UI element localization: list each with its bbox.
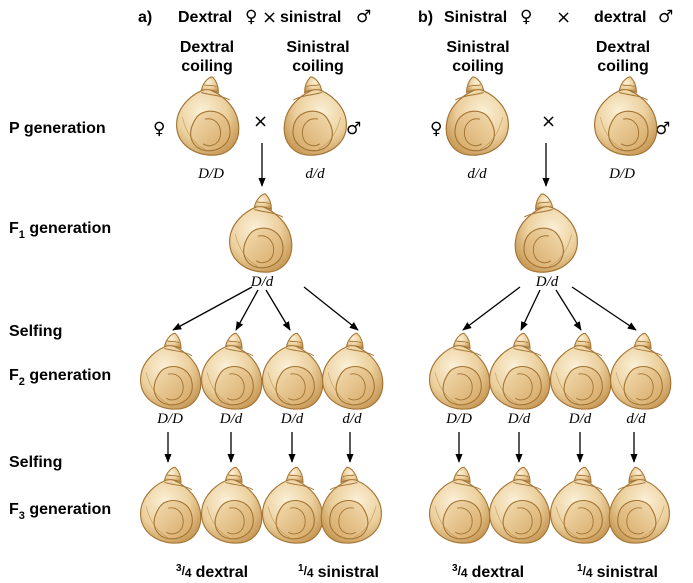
panel-a-f2-shell-4 [322,332,384,410]
panel-b-f3-shell-3 [550,466,612,544]
panel-a-p-genotype-right: d/d [305,166,325,182]
panel-a-p-shell-left [176,76,240,156]
panel-b-p-shell-right [594,76,658,156]
male-symbol: ♂ [356,7,371,27]
panel-b-f1-genotype: D/d [535,274,559,290]
panel-b-f2-shell-1 [429,332,491,410]
panel-b-f3-shell-4 [608,466,670,544]
male-symbol: ♂ [655,119,670,139]
panel-b-parent-left-label-line1: Sinistral [446,39,509,56]
panel-a-f2-genotype-4: d/d [342,411,362,427]
panel-b-p-shell-left [445,76,509,156]
female-symbol: ♀ [153,119,165,139]
panel-b-f2-genotype-3: D/d [568,411,592,427]
panel-a-f1-genotype: D/d [250,274,274,290]
panel-b-parent-left-label-line2: coiling [452,58,504,75]
female-symbol: ♀ [245,7,257,27]
panel-a-parent-right-label-line1: Sinistral [286,39,349,56]
panel-b-cross-male: dextral [594,9,646,26]
panel-b-f2-genotype-1: D/D [445,411,472,427]
arrow-a-f1-to-f2-1 [172,286,253,331]
row-label-p-generation: P generation [9,120,106,137]
panel-b-f2-shell-3 [550,332,612,410]
panel-b-f3-shell-1 [429,466,491,544]
panel-a-cross-male: sinistral [280,9,341,26]
arrow-b-f1-to-f2-1 [462,286,521,331]
snail-shells [140,76,672,544]
cross-symbol: × [556,7,571,28]
panel-b-f2-genotype-2: D/d [507,411,531,427]
panel-a-f2-genotype-1: D/D [156,411,183,427]
panel-b-cross-female: Sinistral [444,9,507,26]
panel-a-parent-left-label-line2: coiling [181,58,233,75]
arrow-a-f1-to-f2-2 [235,289,259,331]
panel-a-f2-shell-2 [201,332,263,410]
row-label-selfing-2: Selfing [9,454,62,471]
panel-b-parent-right-label-line2: coiling [597,58,649,75]
panel-a-cross-female: Dextral [178,9,232,26]
arrow-b-f1-to-f2-2 [520,289,541,331]
arrow-a-f1-to-f2-3 [265,289,291,331]
panel-b-p-genotype-right: D/D [608,166,635,182]
panel-b-f1-shell [514,193,578,273]
panel-a-f2-shell-3 [262,332,324,410]
arrow-b-f1-to-f2-4 [571,286,637,331]
panel-a-f2-genotype-3: D/d [280,411,304,427]
panel-a-f3-shell-4 [320,466,382,544]
panel-b-f2-genotype-4: d/d [626,411,646,427]
row-label-f2-generation: F2 generation [9,367,111,388]
panel-a-f2-genotype-2: D/d [219,411,243,427]
panel-b-f3-shell-2 [489,466,551,544]
panel-b-p-genotype-left: d/d [467,166,487,182]
panel-b-letter: b) [418,9,433,26]
cross-symbol: × [541,111,556,132]
arrow-b-f1-to-f2-3 [555,289,582,331]
panel-a-letter: a) [138,9,152,26]
female-symbol: ♀ [430,119,442,139]
panel-a-f2-shell-1 [140,332,202,410]
row-label-selfing-1: Selfing [9,323,62,340]
arrow-a-f1-to-f2-4 [303,286,359,331]
panel-a-f3-shell-2 [201,466,263,544]
cross-symbol: × [262,7,277,28]
panel-b-f2-shell-2 [489,332,551,410]
female-symbol: ♀ [520,7,532,27]
male-symbol: ♂ [658,7,673,27]
panel-a-parent-right-label-line2: coiling [292,58,344,75]
panel-a-p-shell-right [283,76,347,156]
panel-a-p-genotype-left: D/D [197,166,224,182]
panel-a-f3-shell-1 [140,466,202,544]
panel-b-parent-right-label-line1: Dextral [596,39,650,56]
arrows [164,143,638,463]
panel-a-f3-shell-3 [262,466,324,544]
row-label-f3-generation: F3 generation [9,501,111,522]
panel-b-f2-shell-4 [610,332,672,410]
row-label-f1-generation: F1 generation [9,220,111,241]
panel-a-parent-left-label-line1: Dextral [180,39,234,56]
cross-symbol: × [253,111,268,132]
panel-a-f1-shell [229,193,293,273]
male-symbol: ♂ [346,119,361,139]
